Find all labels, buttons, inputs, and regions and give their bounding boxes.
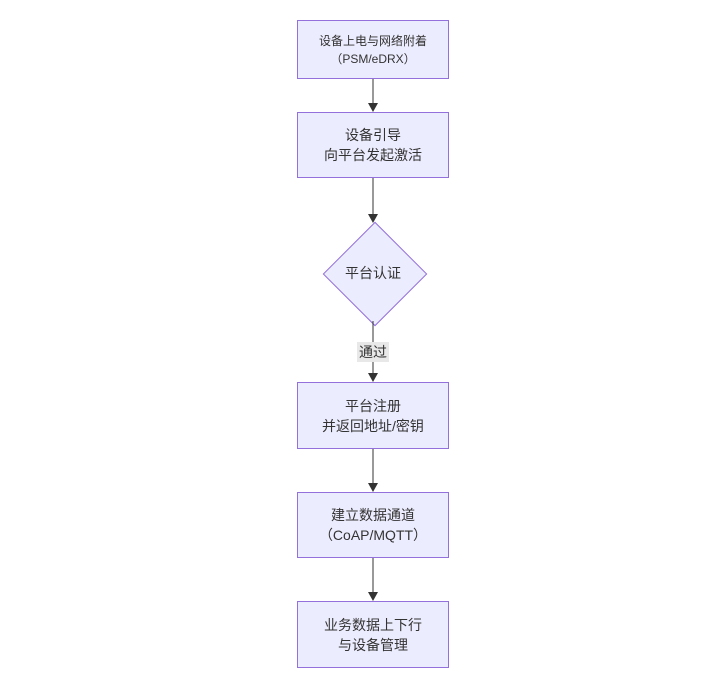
edge-label-pass: 通过 bbox=[357, 342, 389, 362]
node-label-line: 业务数据上下行 bbox=[324, 616, 422, 633]
node-business: 业务数据上下行 与设备管理 bbox=[297, 601, 449, 668]
node-label-line: （CoAP/MQTT） bbox=[318, 527, 428, 543]
node-label-line: 设备上电与网络附着 bbox=[318, 33, 427, 48]
node-label-line: 建立数据通道 bbox=[331, 507, 415, 523]
edge-line bbox=[372, 79, 374, 104]
edge-line bbox=[372, 558, 374, 593]
node-label-line: 平台注册 bbox=[345, 397, 401, 414]
arrowhead-icon bbox=[368, 483, 378, 492]
node-label-line: （PSM/eDRX） bbox=[330, 51, 416, 66]
arrowhead-icon bbox=[368, 592, 378, 601]
node-label-line: 并返回地址/密钥 bbox=[322, 417, 424, 434]
edge-line bbox=[372, 178, 374, 215]
arrowhead-icon bbox=[368, 373, 378, 382]
node-label-line: 设备引导 bbox=[345, 127, 401, 143]
node-power-attach: 设备上电与网络附着 （PSM/eDRX） bbox=[297, 20, 449, 79]
node-auth-label: 平台认证 bbox=[345, 265, 401, 281]
node-channel: 建立数据通道 （CoAP/MQTT） bbox=[297, 492, 449, 558]
node-label-line: 与设备管理 bbox=[338, 636, 408, 653]
arrowhead-icon bbox=[368, 214, 378, 223]
arrowhead-icon bbox=[368, 103, 378, 112]
node-bootstrap: 设备引导 向平台发起激活 bbox=[297, 112, 449, 178]
node-register: 平台注册 并返回地址/密钥 bbox=[297, 382, 449, 449]
node-label-line: 向平台发起激活 bbox=[324, 147, 422, 163]
edge-line bbox=[372, 449, 374, 484]
